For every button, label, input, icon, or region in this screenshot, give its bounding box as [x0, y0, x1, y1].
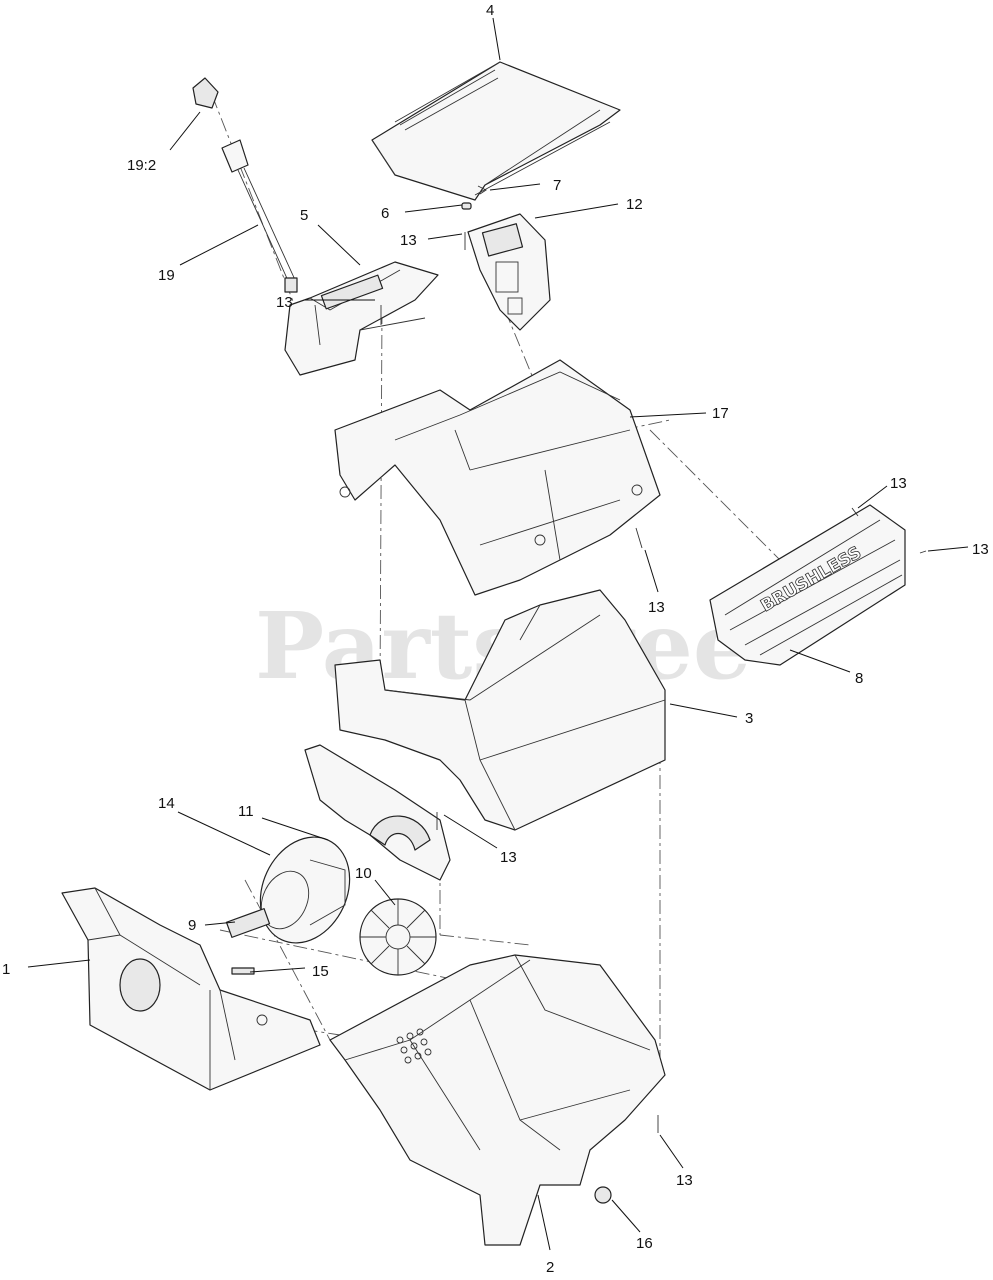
callout-13: 13 [400, 232, 417, 249]
upper-housing-part-17 [334, 359, 661, 596]
callout-5: 5 [300, 207, 308, 224]
vent-holes [396, 1028, 432, 1064]
callout-13: 13 [500, 849, 517, 866]
leader-lines [27, 17, 969, 1251]
callout-13: 13 [648, 599, 665, 616]
callout-14: 14 [158, 795, 175, 812]
callout-15: 15 [312, 963, 329, 980]
callout-11: 11 [238, 803, 254, 820]
callout-13: 13 [276, 294, 293, 311]
callout-17: 17 [712, 405, 729, 422]
callout-9: 9 [188, 917, 196, 934]
callout-12: 12 [626, 196, 643, 213]
callout-8: 8 [855, 670, 863, 687]
callout-13: 13 [890, 475, 907, 492]
motor-part-14 [259, 836, 351, 944]
middle-housing-part-3 [334, 589, 666, 831]
handle-cover-part-5 [284, 261, 439, 376]
screws-part-13 [380, 232, 927, 1133]
callout-7: 7 [553, 177, 561, 194]
motor-mount-part-1 [61, 887, 321, 1091]
callout-19-2: 19:2 [127, 157, 156, 174]
motor-cover-part-8: BRUSHLESS [709, 504, 906, 666]
callout-19: 19 [158, 267, 175, 284]
fan-shroud-part-11 [304, 744, 451, 881]
callout-1: 1 [2, 961, 10, 978]
fan-part-10 [359, 898, 437, 976]
callout-2: 2 [546, 1259, 554, 1276]
callout-16: 16 [636, 1235, 653, 1252]
screw-part-15 [231, 967, 255, 975]
clip-part-7 [477, 185, 487, 195]
lower-housing-part-2 [329, 954, 666, 1246]
callout-10: 10 [355, 865, 372, 882]
nut-part-16 [594, 1186, 612, 1204]
cord-plug-part-19 [192, 77, 298, 293]
callout-3: 3 [745, 710, 753, 727]
callout-13: 13 [676, 1172, 693, 1189]
shaft-part-9 [225, 908, 271, 938]
lid-part-4 [371, 61, 621, 201]
switch-assembly-part-12 [467, 213, 551, 331]
callout-13: 13 [972, 541, 989, 558]
pin-part-6 [461, 202, 472, 210]
callout-4: 4 [486, 2, 494, 19]
callout-6: 6 [381, 205, 389, 222]
